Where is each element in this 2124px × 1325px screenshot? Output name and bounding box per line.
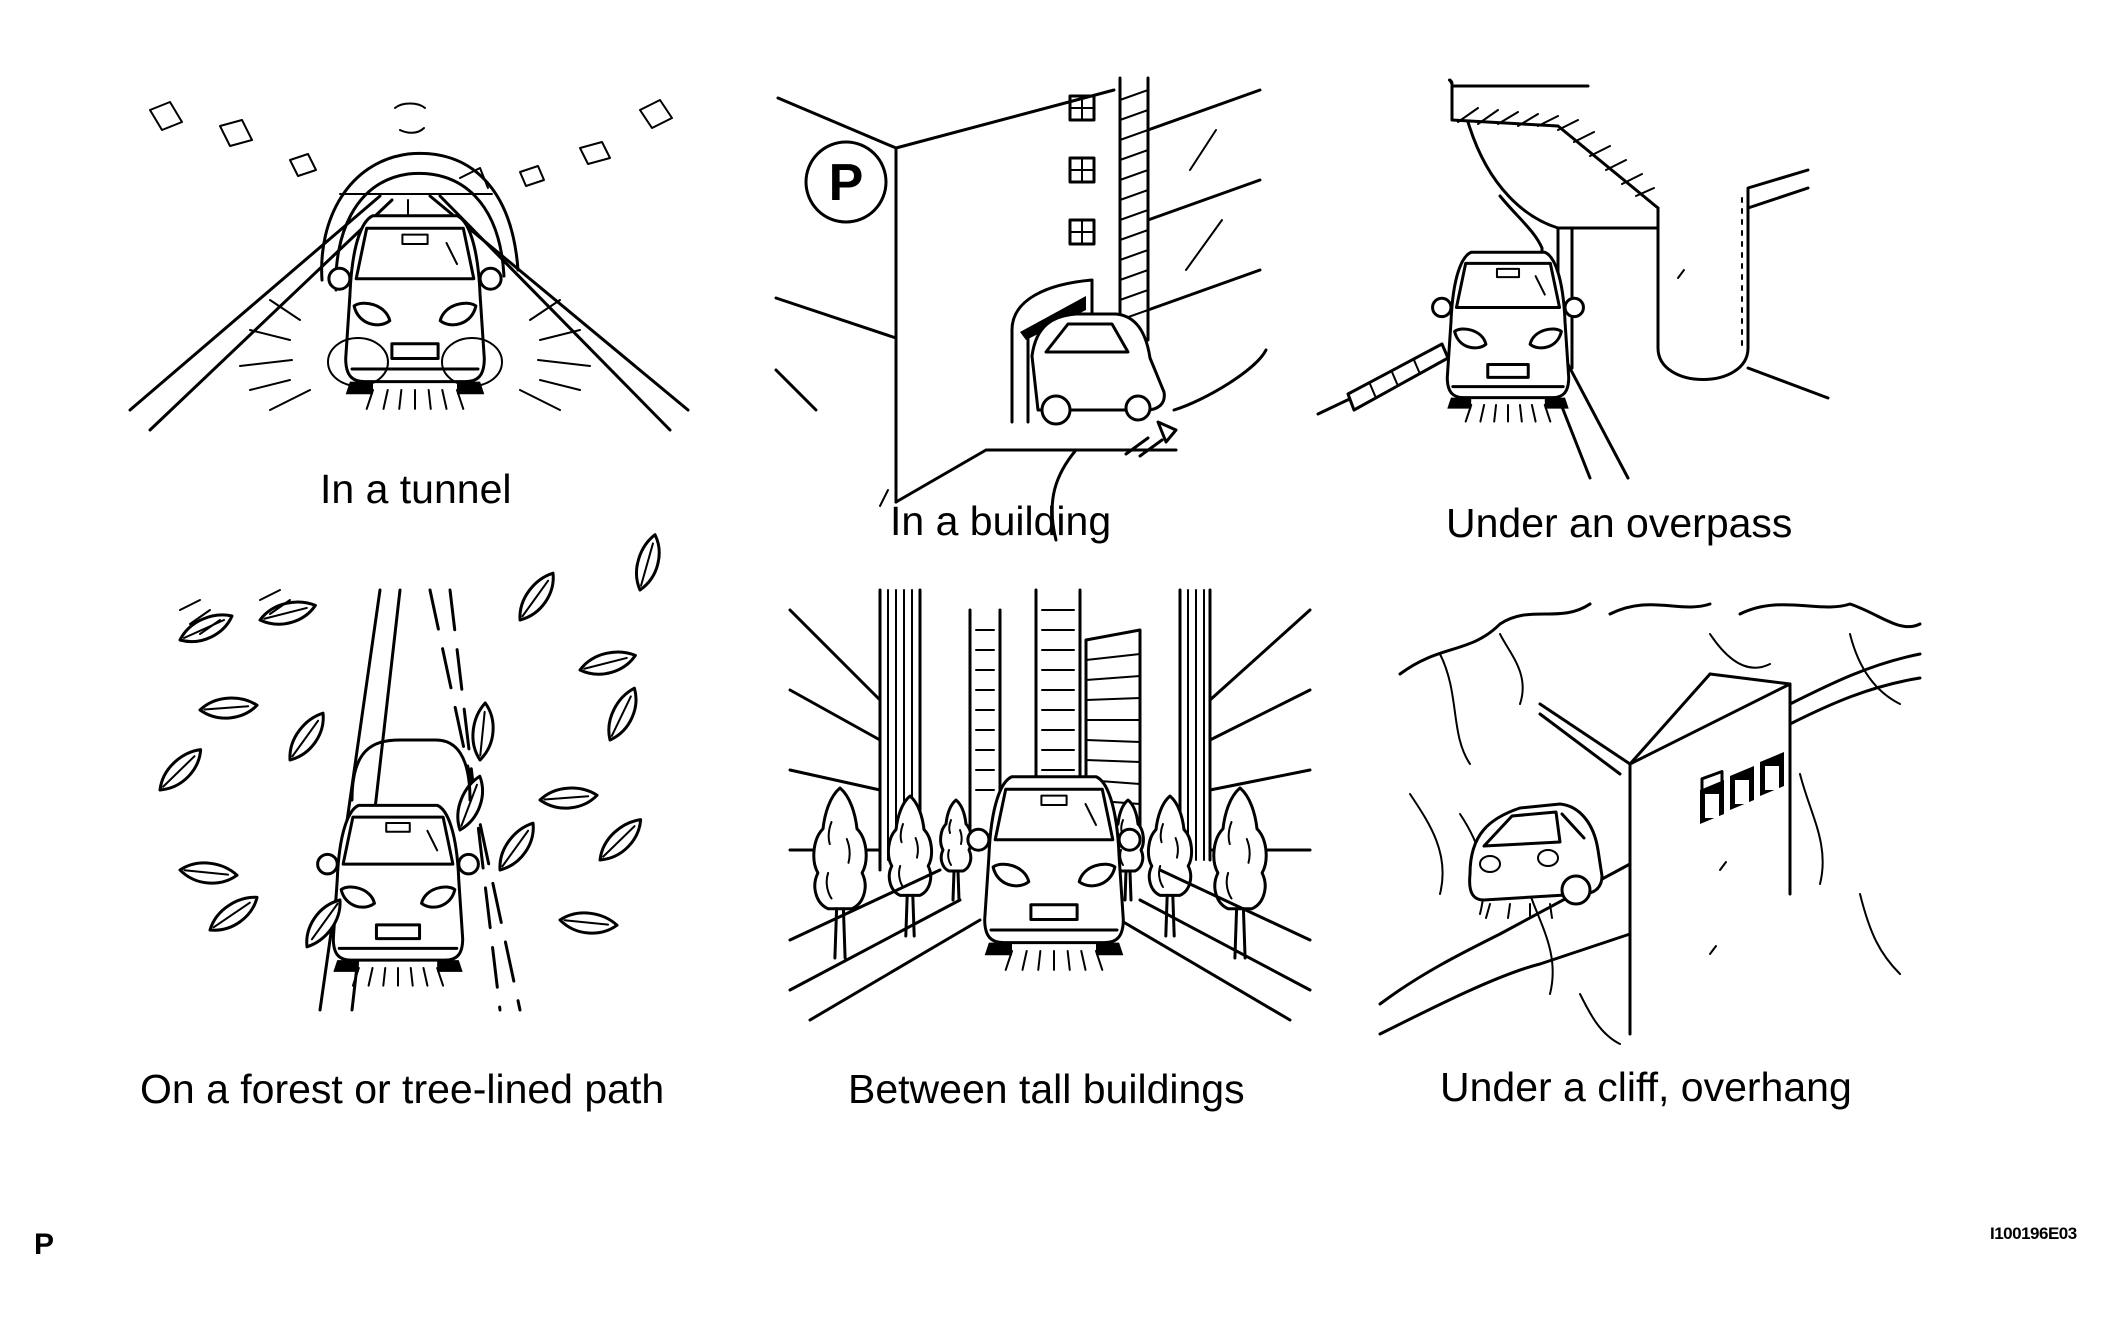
tunnel-caption: In a tunnel [320,466,512,512]
tree-icon [887,794,933,938]
building-caption: In a building [890,498,1112,544]
corner-mark: P [34,1228,55,1261]
cliff-caption: Under a cliff, overhang [1440,1064,1852,1110]
forest-caption: On a forest or tree-lined path [140,1066,665,1112]
tall-buildings-caption: Between tall buildings [848,1066,1245,1112]
figure-code: I100196E03 [1990,1224,2077,1243]
cliff-illustration [1380,594,1920,1044]
overpass-illustration [1318,78,1838,538]
tunnel-illustration [140,70,700,460]
tall-buildings-illustration [790,590,1310,1020]
building-scene: P In a building [776,70,1276,544]
tall-buildings-scene: Between tall buildings [790,590,1310,1120]
car-front-icon [327,214,503,411]
overpass-caption: Under an overpass [1446,500,1793,546]
overpass-scene: Under an overpass [1318,78,1838,546]
tree-icon [939,799,973,901]
tree-icon [1212,786,1268,960]
car-front-icon [966,775,1142,972]
forest-scene: On a forest or tree-lined path [140,532,700,1120]
parking-sign-icon [806,142,886,222]
forest-illustration [149,532,677,1010]
tunnel-scene: In a tunnel [140,70,700,512]
car-front-icon [1431,250,1585,423]
car-front-icon [316,803,480,988]
cliff-scene: Under a cliff, overhang [1380,594,1920,1124]
building-illustration: P [776,70,1276,540]
parking-sign-letter: P [829,154,864,212]
tree-icon [812,786,868,960]
